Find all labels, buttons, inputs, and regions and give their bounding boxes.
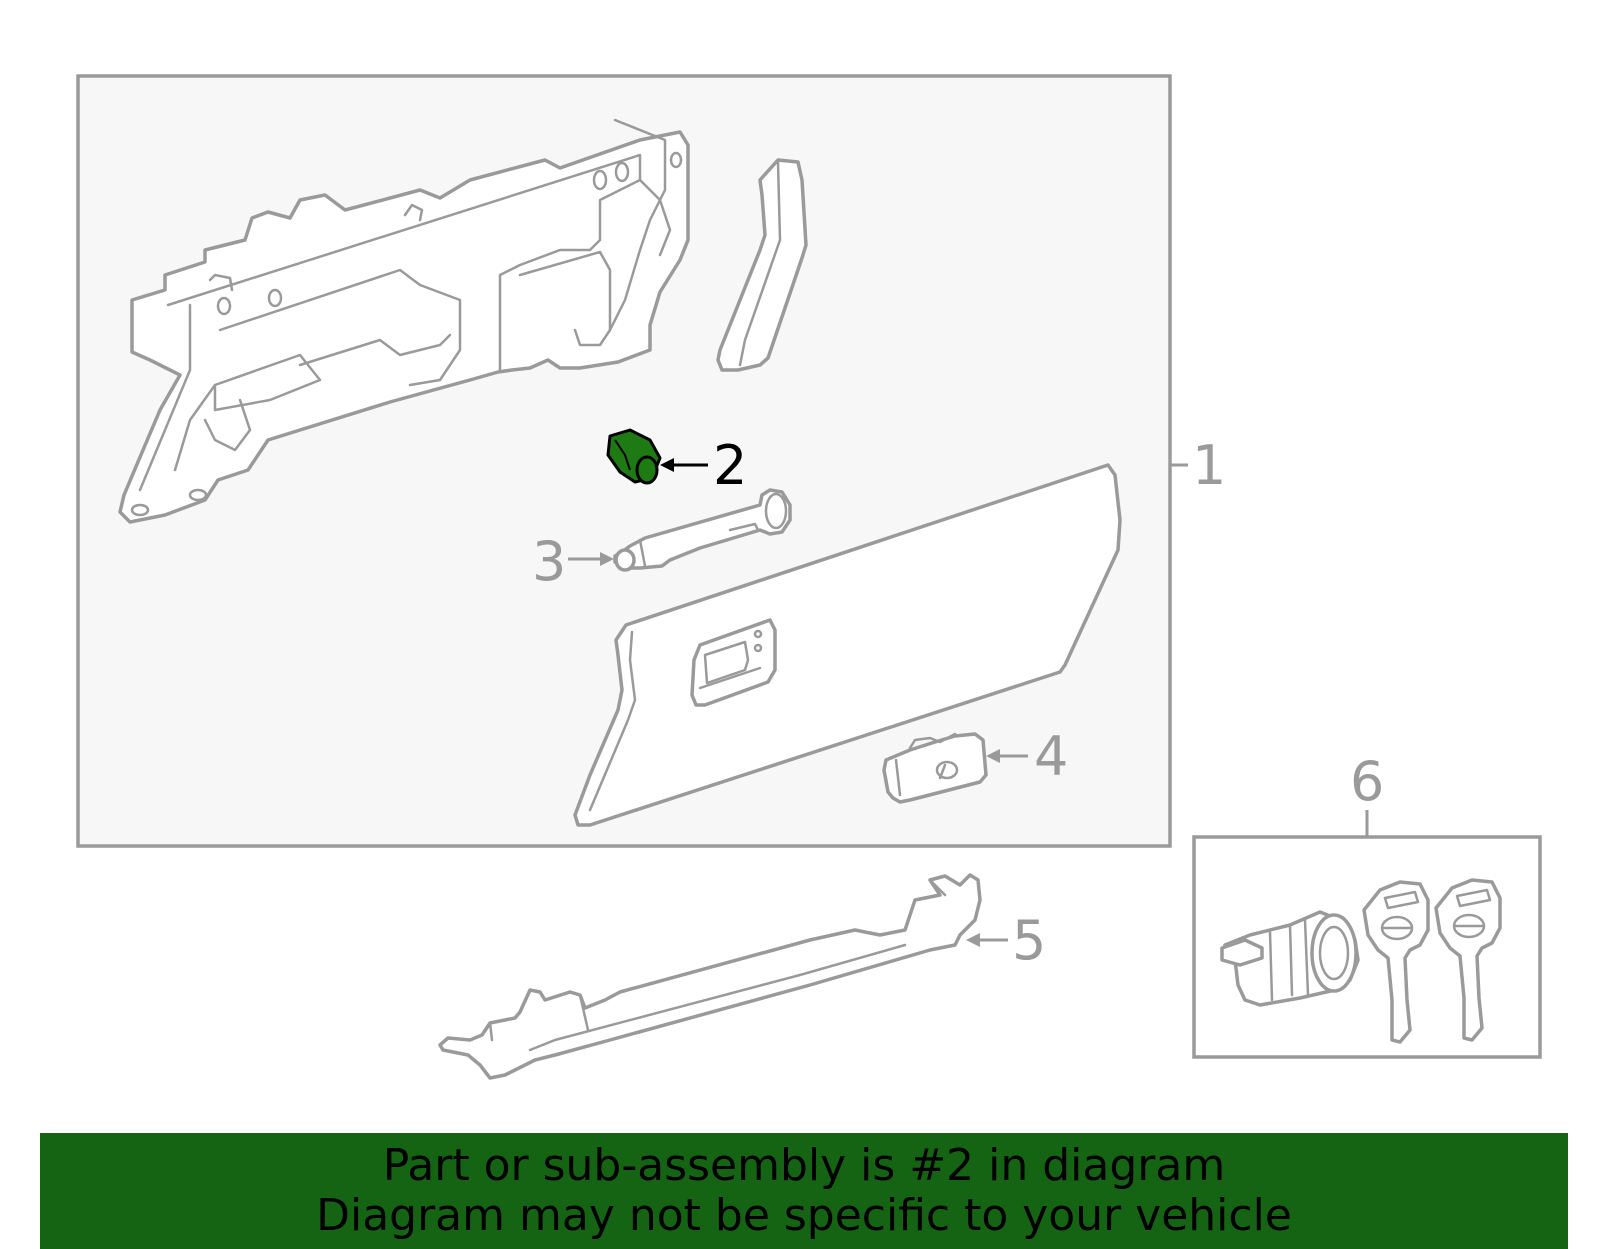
callout-arrow-5 — [966, 933, 1008, 947]
glove-box-frame — [118, 118, 690, 524]
latch-part-4 — [882, 732, 988, 804]
callout-arrow-4 — [986, 749, 1028, 763]
callout-number-2: 2 — [713, 434, 747, 497]
info-banner: Part or sub-assembly is #2 in diagram Di… — [40, 1133, 1568, 1249]
key-2 — [1434, 878, 1502, 1042]
callout-number-1: 1 — [1192, 434, 1226, 497]
damper-part-2 — [606, 428, 662, 485]
callout-number-6: 6 — [1350, 750, 1384, 813]
hinge-pin-part-3 — [613, 488, 792, 572]
side-trim-strip — [716, 158, 808, 372]
key-1 — [1362, 880, 1430, 1044]
banner-line-1: Part or sub-assembly is #2 in diagram — [382, 1140, 1226, 1191]
callout-number-4: 4 — [1034, 725, 1068, 788]
callout-arrow-3 — [568, 552, 614, 566]
lower-trim-part-5 — [438, 873, 982, 1080]
callout-arrow-2 — [660, 458, 708, 472]
callout-number-5: 5 — [1012, 909, 1046, 972]
callout-number-3: 3 — [532, 530, 566, 593]
banner-line-2: Diagram may not be specific to your vehi… — [316, 1190, 1292, 1241]
glove-box-door — [573, 463, 1122, 827]
lock-cylinder — [1220, 910, 1360, 1007]
